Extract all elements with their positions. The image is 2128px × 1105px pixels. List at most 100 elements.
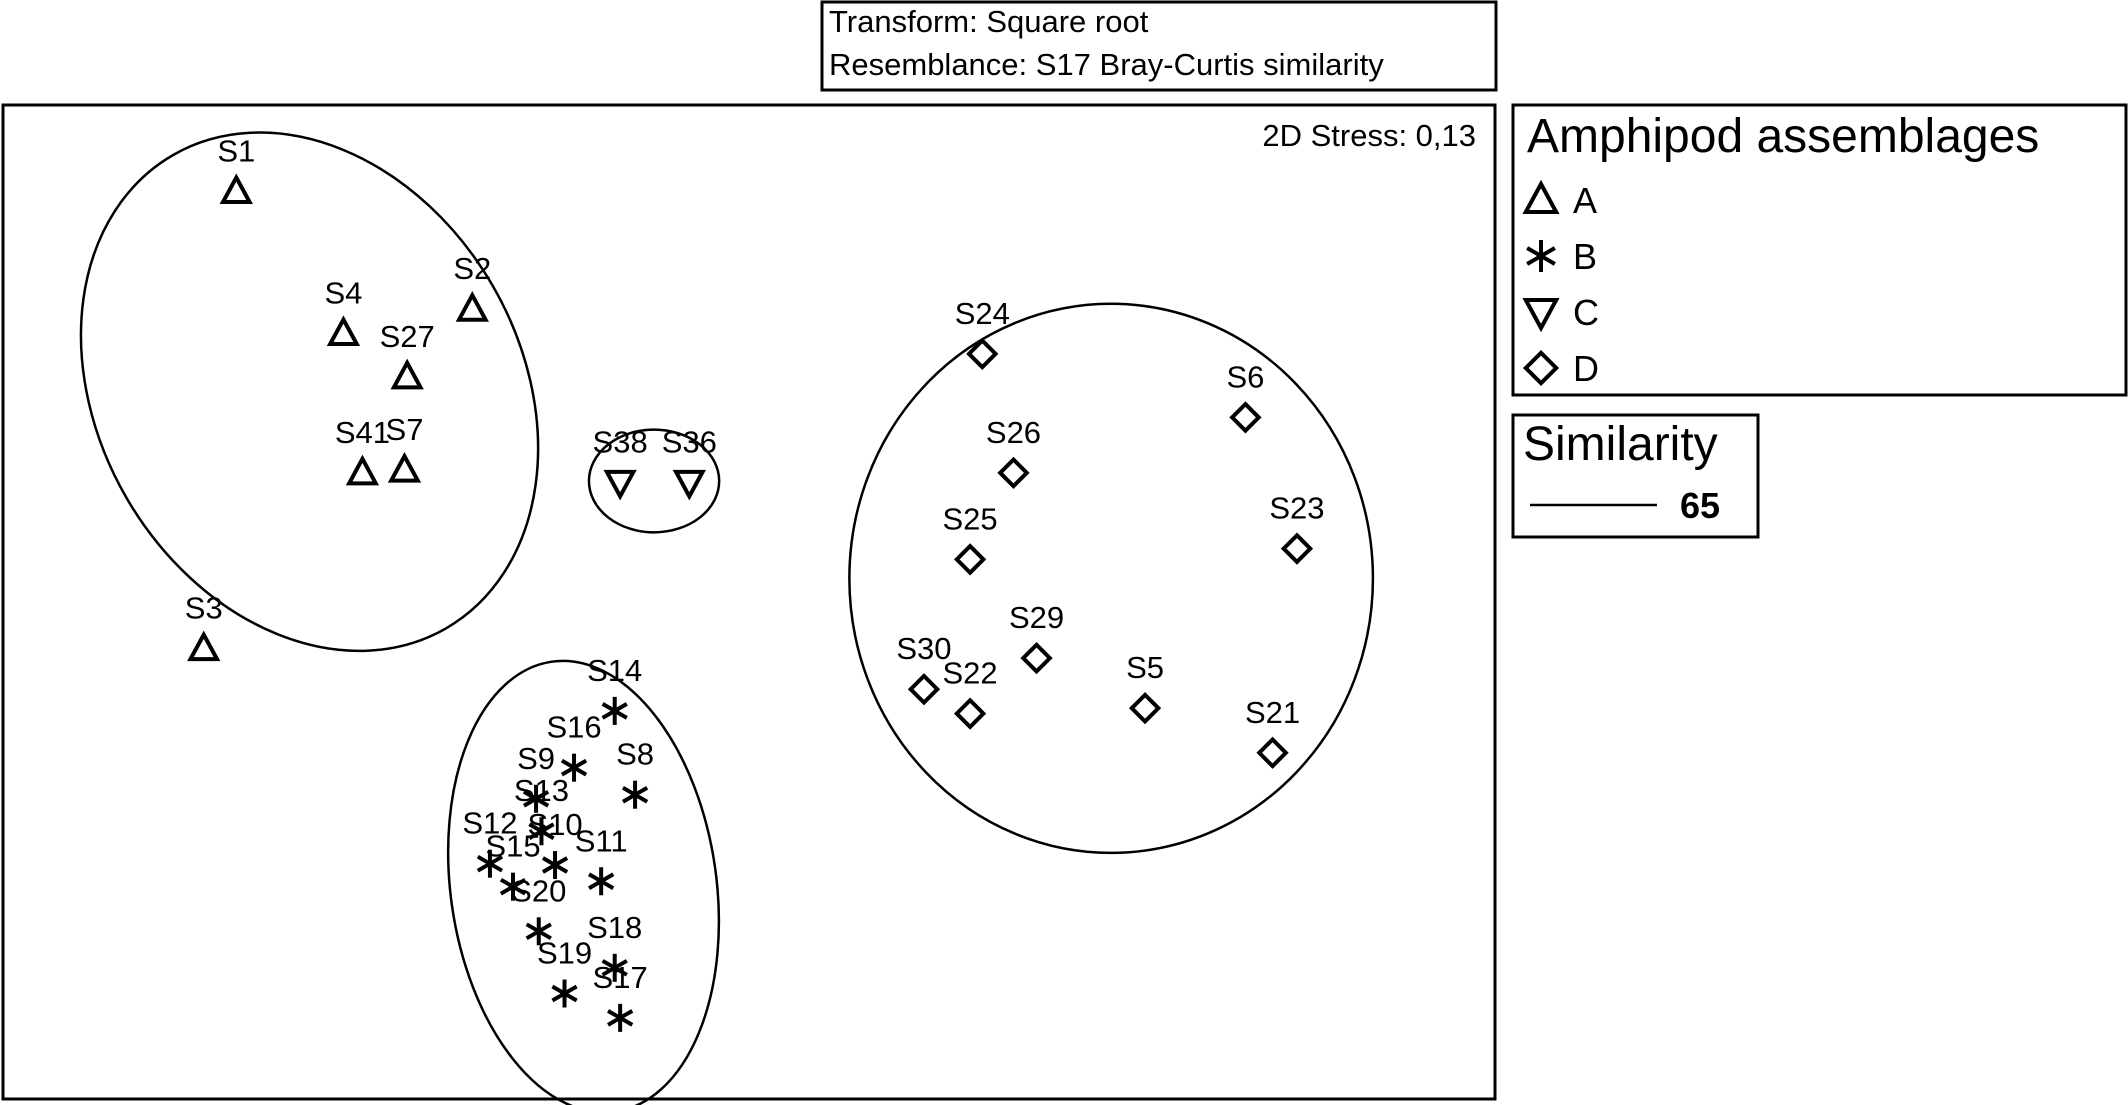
similarity-cluster-2 <box>587 428 721 534</box>
point-label-S17: S17 <box>593 960 648 995</box>
header-frame <box>820 0 1498 92</box>
point-label-S11: S11 <box>575 823 628 858</box>
point-S9 <box>522 784 550 813</box>
point-S14 <box>601 696 628 725</box>
point-S38 <box>603 469 637 501</box>
point-S5 <box>1128 692 1162 725</box>
point-label-S14: S14 <box>587 653 642 688</box>
legend-similarity: Similarity 65 <box>1511 413 1760 539</box>
point-label-S7: S7 <box>386 412 424 447</box>
point-S8 <box>621 780 649 809</box>
similarity-cluster-4 <box>848 302 1375 855</box>
legend-item-D: D <box>1522 348 1599 389</box>
point-S26 <box>997 456 1030 489</box>
point-S3 <box>187 630 221 662</box>
point-S15 <box>499 872 527 901</box>
point-label-S1: S1 <box>217 134 255 169</box>
legend-marker-C <box>1522 298 1560 333</box>
stress-label: 2D Stress: 0,13 <box>1262 118 1476 153</box>
point-S29 <box>1020 641 1053 675</box>
legend-label-C: C <box>1573 292 1599 333</box>
legend-title: Amphipod assemblages <box>1527 110 2039 163</box>
legend-item-C: C <box>1522 292 1599 333</box>
point-label-S15: S15 <box>485 829 540 864</box>
point-label-S5: S5 <box>1126 650 1164 685</box>
point-S36 <box>672 469 706 501</box>
legend-item-B: B <box>1526 236 1597 277</box>
asterisk-stroke <box>522 790 550 808</box>
point-S4 <box>326 315 361 347</box>
point-label-S20: S20 <box>511 873 566 908</box>
point-S2 <box>455 291 489 322</box>
legend-item-A: A <box>1522 179 1597 221</box>
asterisk-stroke <box>601 702 628 720</box>
point-S27 <box>390 358 424 390</box>
point-S17 <box>607 1003 634 1032</box>
point-label-S23: S23 <box>1269 491 1324 526</box>
legend-marker-A <box>1522 179 1560 214</box>
point-S22 <box>953 697 987 730</box>
point-label-S4: S4 <box>324 276 362 311</box>
similarity-clusters <box>79 131 1375 1105</box>
similarity-frame <box>1511 413 1760 539</box>
point-label-S3: S3 <box>185 591 223 626</box>
point-S18 <box>601 953 628 982</box>
point-label-S26: S26 <box>986 415 1041 450</box>
point-S21 <box>1256 736 1289 769</box>
point-label-S25: S25 <box>943 501 998 536</box>
legend-label-A: A <box>1573 180 1597 221</box>
point-label-S16: S16 <box>546 710 601 745</box>
asterisk-stroke <box>1526 246 1556 266</box>
point-label-S2: S2 <box>453 251 491 286</box>
similarity-title: Similarity <box>1523 418 1718 471</box>
point-S11 <box>588 867 615 896</box>
header-transform: Transform: Square root <box>829 4 1149 39</box>
similarity-value: 65 <box>1680 485 1720 526</box>
point-S1 <box>219 173 253 205</box>
asterisk-stroke <box>560 758 588 777</box>
point-label-S9: S9 <box>517 741 555 776</box>
point-S25 <box>953 543 987 576</box>
header-resemblance: Resemblance: S17 Bray-Curtis similarity <box>829 47 1384 82</box>
point-S6 <box>1229 401 1262 434</box>
legend-marker-D <box>1522 349 1560 387</box>
asterisk-stroke <box>588 872 615 890</box>
point-label-S29: S29 <box>1009 600 1064 635</box>
point-S19 <box>551 979 578 1008</box>
point-label-S13: S13 <box>514 773 569 808</box>
asterisk-stroke <box>499 877 527 896</box>
point-label-S6: S6 <box>1226 359 1264 394</box>
point-label-S10: S10 <box>527 807 582 842</box>
point-S16 <box>560 753 588 782</box>
point-S30 <box>907 673 941 706</box>
point-label-S27: S27 <box>380 319 435 354</box>
asterisk-stroke <box>525 922 552 941</box>
point-S20 <box>525 917 552 946</box>
point-S24 <box>966 337 999 370</box>
point-label-S41: S41 <box>335 415 390 450</box>
point-S13 <box>528 817 555 846</box>
asterisk-stroke <box>551 984 578 1003</box>
point-label-S22: S22 <box>943 656 998 691</box>
asterisk-stroke <box>476 854 504 873</box>
point-labels: S1S2S4S27S41S7S3S14S16S8S9S13S10S12S11S1… <box>185 134 1325 995</box>
asterisk-stroke <box>601 959 628 977</box>
legend-label-D: D <box>1573 348 1599 389</box>
point-label-S21: S21 <box>1245 695 1300 730</box>
point-S23 <box>1280 532 1314 565</box>
point-label-S8: S8 <box>616 737 654 772</box>
data-points <box>187 173 1314 1032</box>
point-label-S24: S24 <box>955 296 1010 331</box>
plot-frame <box>1 103 1497 1101</box>
point-S7 <box>387 451 422 483</box>
point-label-S18: S18 <box>587 910 642 945</box>
point-label-S36: S36 <box>662 424 717 459</box>
point-S10 <box>541 851 569 880</box>
point-label-S12: S12 <box>462 806 517 841</box>
asterisk-stroke <box>528 822 555 840</box>
legend-frame <box>1511 103 2128 397</box>
point-S12 <box>476 849 504 878</box>
